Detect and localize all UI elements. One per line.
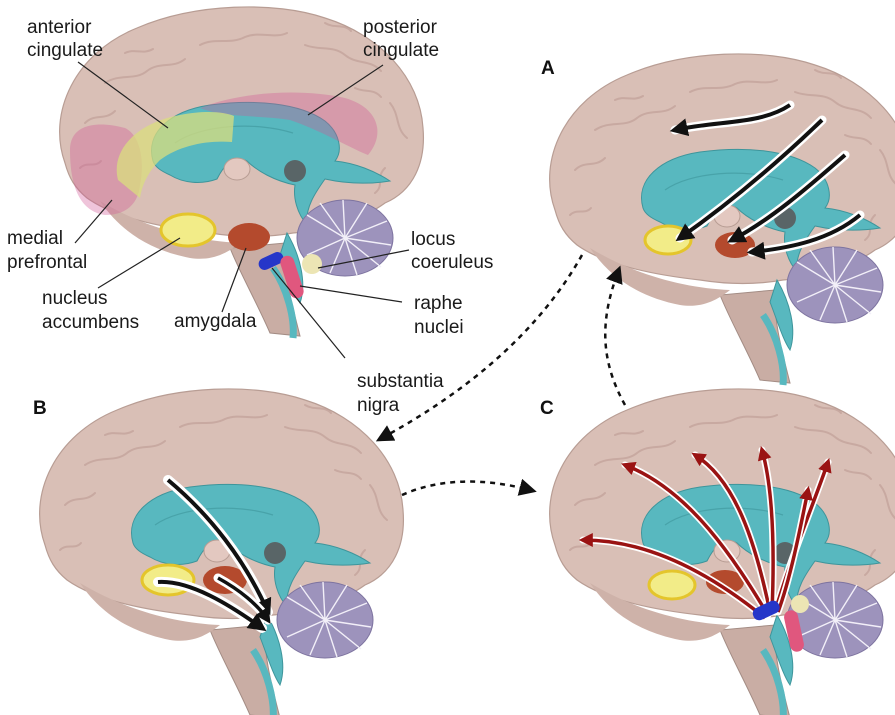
panel-label-c: C (540, 398, 554, 419)
panel-label-b: B (33, 398, 47, 419)
nucleus-accumbens-region (161, 214, 215, 246)
c-locus (791, 595, 809, 613)
connector-c-to-a (605, 272, 625, 405)
c-accumbens (649, 571, 695, 599)
panel-b: B (33, 389, 403, 715)
panel-label-a: A (541, 58, 555, 79)
locus-coeruleus-region (302, 254, 322, 274)
label-amygdala: amygdala (174, 311, 257, 332)
amygdala-region (228, 223, 270, 251)
panel-a: A (541, 54, 895, 385)
connector-b-to-c (402, 482, 530, 495)
panel-c: C (540, 389, 895, 715)
